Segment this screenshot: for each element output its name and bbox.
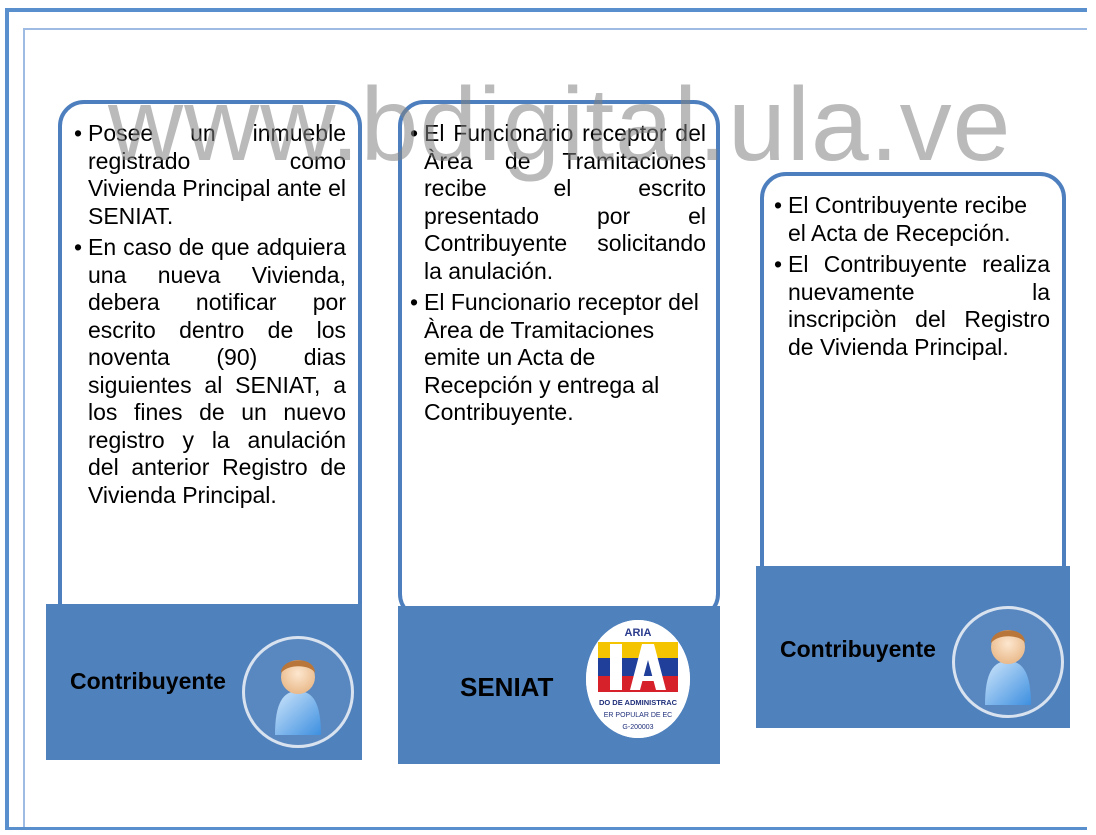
logo-text-2: ER POPULAR DE EC xyxy=(604,712,672,719)
bullet-item: Posee un inmueble registrado como Vivien… xyxy=(70,120,346,230)
person-icon-graphic xyxy=(985,630,1031,705)
actor-footer-1: Contribuyente xyxy=(46,604,362,760)
seniat-logo: ARIA DO DE ADMINISTRAC ER POPULAR DE EC … xyxy=(586,620,690,738)
logo-text-1: DO DE ADMINISTRAC xyxy=(599,698,678,707)
person-icon-graphic xyxy=(275,660,321,735)
bullet-item: El Contribuyente realiza nuevamente la i… xyxy=(770,251,1050,361)
step-card-3: El Contribuyente recibe el Acta de Recep… xyxy=(760,172,1066,592)
actor-footer-2: SENIAT ARIA DO DE ADMINISTRAC ER POPULAR… xyxy=(398,606,720,764)
actor-label-2: SENIAT xyxy=(460,672,554,702)
person-icon xyxy=(952,606,1064,718)
logo-text-top: ARIA xyxy=(625,627,652,639)
actor-label-3: Contribuyente xyxy=(780,636,936,662)
step-card-2: El Funcionario receptor del Àrea de Tram… xyxy=(398,100,720,620)
person-icon xyxy=(242,636,354,748)
bullet-item: El Contribuyente recibe el Acta de Recep… xyxy=(770,192,1050,247)
slide-frame xyxy=(5,8,1087,830)
step-3-bullets: El Contribuyente recibe el Acta de Recep… xyxy=(770,192,1050,361)
step-card-1: Posee un inmueble registrado como Vivien… xyxy=(58,100,362,660)
logo-text-3: G-200003 xyxy=(622,724,653,731)
bullet-item: El Funcionario receptor del Àrea de Tram… xyxy=(406,289,706,427)
step-1-bullets: Posee un inmueble registrado como Vivien… xyxy=(70,120,346,509)
step-2-bullets: El Funcionario receptor del Àrea de Tram… xyxy=(406,120,706,427)
bullet-item: En caso de que adquiera una nueva Vivien… xyxy=(70,234,346,509)
seniat-logo-graphic: ARIA DO DE ADMINISTRAC ER POPULAR DE EC … xyxy=(586,620,690,738)
slide-inner-border xyxy=(23,28,1087,827)
actor-footer-3: Contribuyente xyxy=(756,566,1070,728)
bullet-item: El Funcionario receptor del Àrea de Tram… xyxy=(406,120,706,285)
actor-label-1: Contribuyente xyxy=(70,668,226,694)
